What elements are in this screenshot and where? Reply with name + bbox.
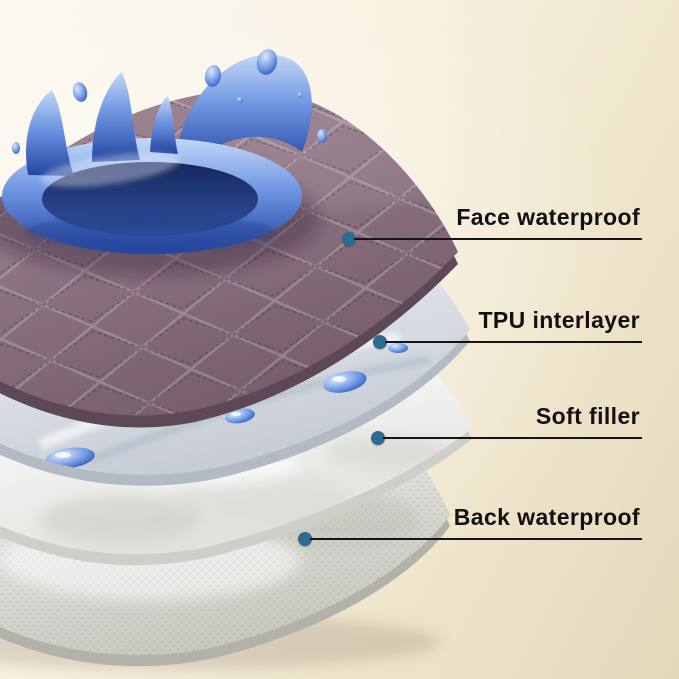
callout-label: Face waterproof xyxy=(456,204,640,230)
callout-label: Back waterproof xyxy=(453,504,640,530)
water-droplet xyxy=(323,371,367,393)
water-droplet xyxy=(225,408,255,424)
water-droplet xyxy=(388,343,408,353)
callout-dot xyxy=(371,431,385,445)
callout-dot xyxy=(342,232,356,246)
callout-dot xyxy=(298,532,312,546)
callout-label: Soft filler xyxy=(535,403,640,429)
callout-line xyxy=(385,341,642,343)
callout-line xyxy=(310,538,642,540)
callout-dot xyxy=(373,335,387,349)
water-droplet xyxy=(45,447,95,469)
callout-label: TPU interlayer xyxy=(478,307,640,333)
callout-line xyxy=(383,437,642,439)
water-droplet xyxy=(12,49,327,154)
callout-line xyxy=(354,238,642,240)
water-splash xyxy=(2,49,327,254)
